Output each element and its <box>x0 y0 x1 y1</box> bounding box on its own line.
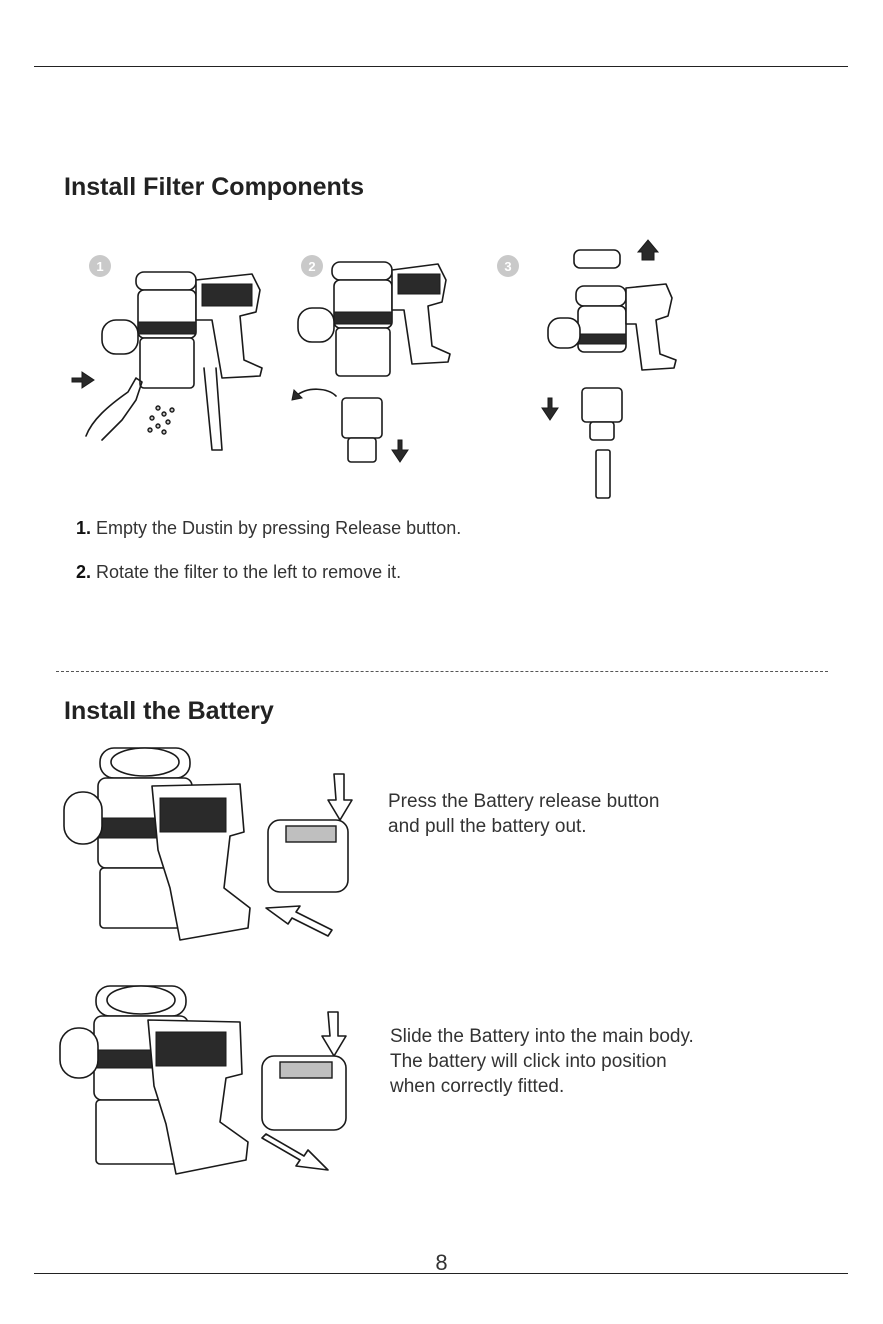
section-divider <box>56 671 828 672</box>
step-badge-1: 1 <box>89 255 111 277</box>
step-badge-3: 3 <box>497 255 519 277</box>
filter-step-2-illustration: 2 <box>291 255 451 463</box>
page-number: 8 <box>435 1250 448 1275</box>
filter-section-heading: Install Filter Components <box>64 173 365 201</box>
bottom-rule <box>34 1273 848 1274</box>
battery-remove-illustration <box>63 747 353 941</box>
battery-section-heading: Install the Battery <box>64 697 274 725</box>
svg-text:1: 1 <box>96 259 103 274</box>
arrow-left-icon <box>265 905 333 937</box>
battery-remove-caption: Press the Battery release button and pul… <box>388 791 660 837</box>
arrow-down-icon <box>327 773 353 821</box>
arrow-right-icon <box>261 1133 329 1171</box>
svg-text:3: 3 <box>504 259 511 274</box>
arrow-up-icon <box>636 239 660 261</box>
arrow-down-icon <box>321 1011 347 1057</box>
arrow-down-icon <box>391 439 409 463</box>
filter-step-1-illustration: 1 <box>71 255 263 451</box>
battery-insert-illustration <box>59 985 347 1175</box>
filter-step-2-text: 2.Rotate the filter to the left to remov… <box>76 562 402 582</box>
arrow-right-icon <box>71 371 95 389</box>
svg-text:2: 2 <box>308 259 315 274</box>
filter-step-3-illustration: 3 <box>497 239 677 499</box>
rotate-left-icon <box>295 388 337 397</box>
battery-insert-caption: Slide the Battery into the main body. Th… <box>390 1026 694 1097</box>
filter-steps-list: 1.Empty the Dustin by pressing Release b… <box>76 518 461 606</box>
step-badge-2: 2 <box>301 255 323 277</box>
top-rule <box>34 66 848 67</box>
filter-step-1-text: 1.Empty the Dustin by pressing Release b… <box>76 518 462 538</box>
